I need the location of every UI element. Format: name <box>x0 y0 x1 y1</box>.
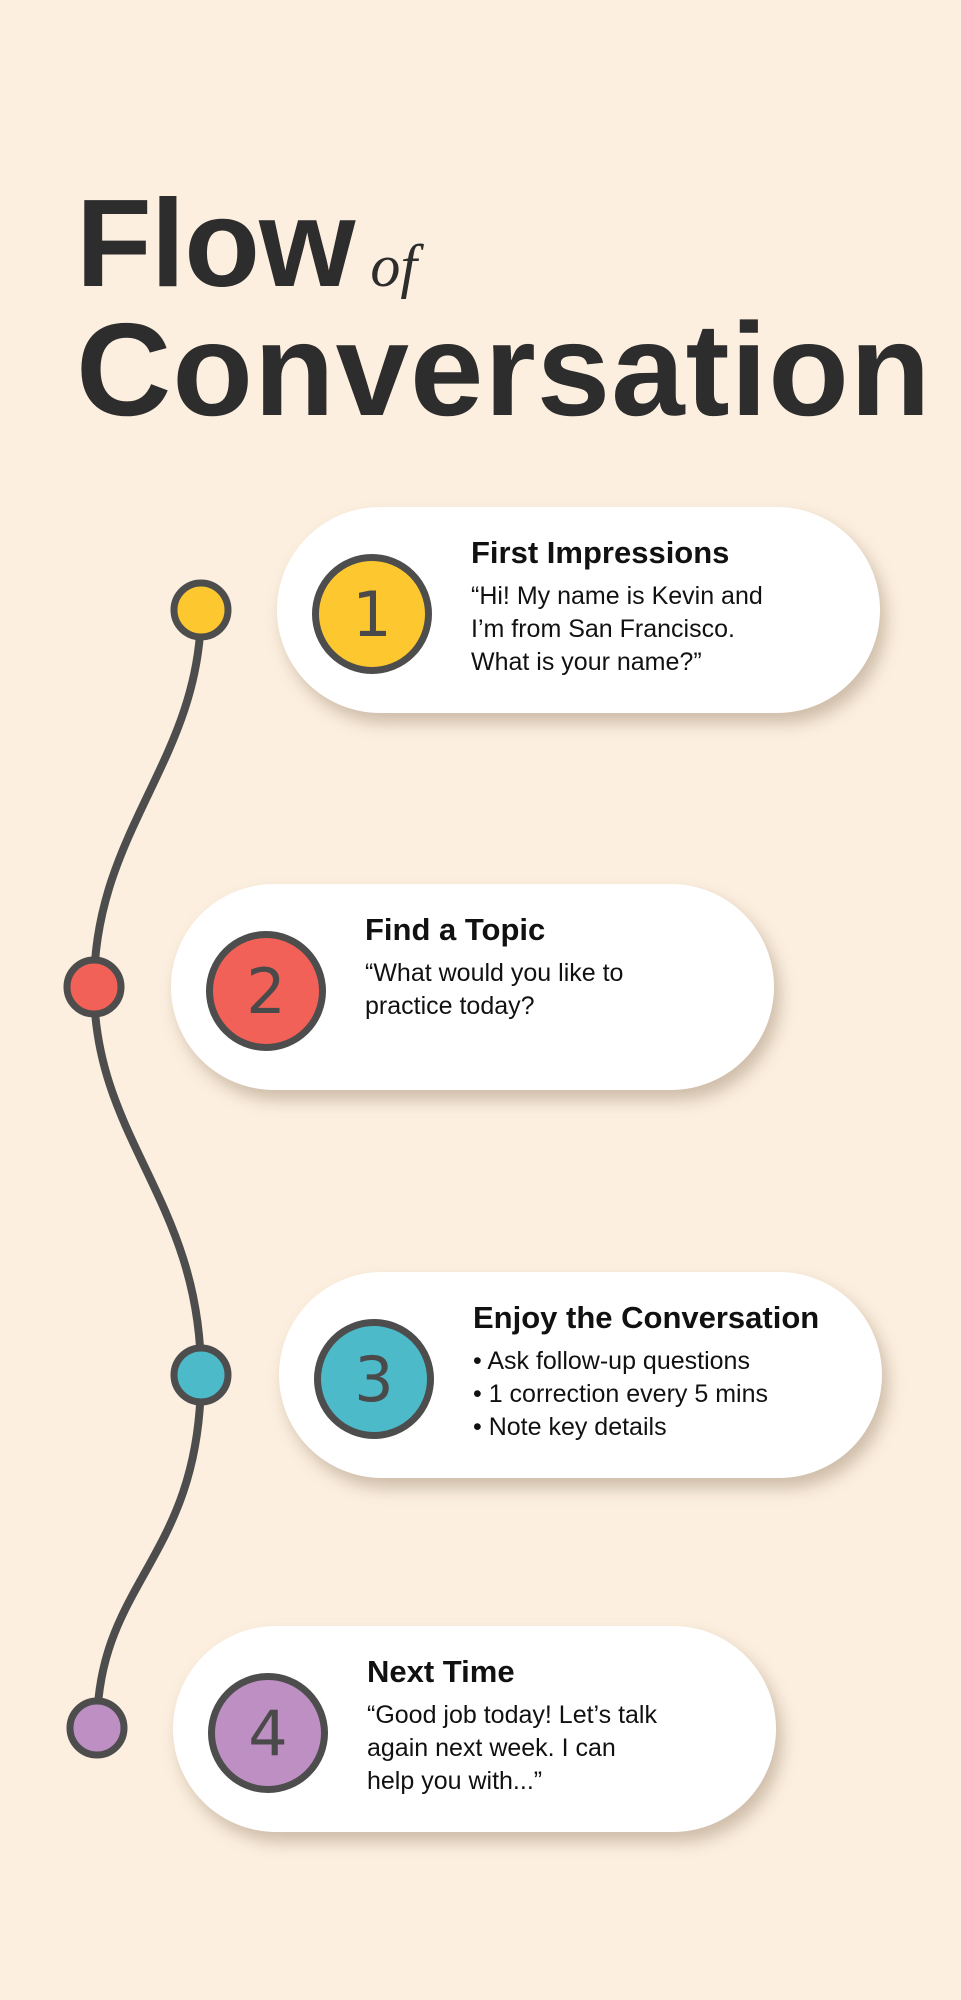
step-text-line: • Note key details <box>473 1413 667 1441</box>
step-text-3: • Ask follow-up questions • 1 correction… <box>473 1345 768 1444</box>
step-card-3: 3 Enjoy the Conversation • Ask follow-up… <box>279 1272 882 1478</box>
step-text-line: What is your name?” <box>471 648 702 676</box>
step-text-line: help you with...” <box>367 1767 543 1795</box>
timeline-node-1 <box>170 579 232 641</box>
step-card-1: 1 First Impressions “Hi! My name is Kevi… <box>277 507 880 713</box>
step-badge-1: 1 <box>312 554 432 674</box>
step-text-line: • Ask follow-up questions <box>473 1347 750 1375</box>
timeline-node-4 <box>66 1697 128 1759</box>
step-text-line: “Good job today! Let’s talk <box>367 1701 657 1729</box>
step-text-line: “What would you like to <box>365 959 624 987</box>
step-title-3: Enjoy the Conversation <box>473 1300 820 1335</box>
step-text-4: “Good job today! Let’s talk again next w… <box>367 1699 657 1798</box>
step-badge-3: 3 <box>314 1319 434 1439</box>
step-text-2: “What would you like to practice today? <box>365 957 623 1023</box>
step-card-4: 4 Next Time “Good job today! Let’s talk … <box>173 1626 776 1832</box>
step-badge-4: 4 <box>208 1673 328 1793</box>
title-connector: of <box>370 233 418 299</box>
step-text-line: again next week. I can <box>367 1734 616 1762</box>
step-text-line: practice today? <box>365 992 535 1020</box>
step-title-4: Next Time <box>367 1654 515 1689</box>
step-text-line: I’m from San Francisco. <box>471 615 735 643</box>
timeline-node-2 <box>63 956 125 1018</box>
step-title-1: First Impressions <box>471 535 730 570</box>
timeline-path <box>89 606 206 1732</box>
title-conversation: Conversation <box>76 296 932 443</box>
step-badge-2: 2 <box>206 931 326 1051</box>
step-card-2: 2 Find a Topic “What would you like to p… <box>171 884 774 1090</box>
step-title-2: Find a Topic <box>365 912 546 947</box>
step-text-1: “Hi! My name is Kevin and I’m from San F… <box>471 580 763 679</box>
step-text-line: “Hi! My name is Kevin and <box>471 582 763 610</box>
step-text-line: • 1 correction every 5 mins <box>473 1380 768 1408</box>
timeline-node-3 <box>170 1344 232 1406</box>
title-line1: Flow <box>76 175 355 313</box>
